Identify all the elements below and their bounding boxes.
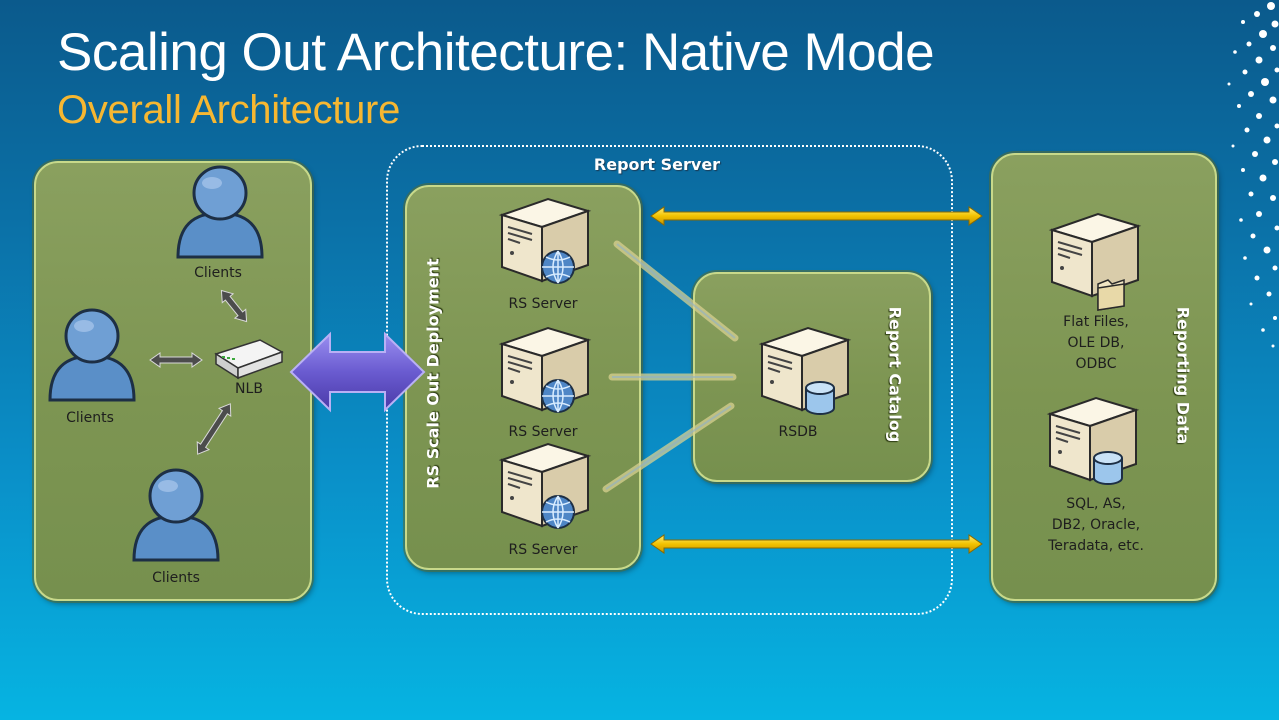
report-catalog-label: Report Catalog bbox=[885, 306, 905, 443]
clients-bottom-label: Clients bbox=[152, 570, 200, 586]
rs-data-arrow-top bbox=[650, 206, 983, 226]
rs-data-arrow-bottom bbox=[650, 534, 983, 554]
sql-line-3: Teradata, etc. bbox=[1048, 538, 1144, 554]
rsdb-label: RSDB bbox=[778, 424, 818, 440]
web-server-icon bbox=[498, 442, 592, 529]
report-server-label: Report Server bbox=[593, 155, 721, 174]
database-server-icon bbox=[758, 326, 852, 415]
person-icon bbox=[132, 468, 220, 562]
flat-files-line-3: ODBC bbox=[1075, 356, 1117, 372]
slide-title: Scaling Out Architecture: Native Mode bbox=[57, 23, 935, 82]
file-server-icon bbox=[1048, 212, 1142, 311]
client-nlb-arrow-left bbox=[149, 352, 203, 368]
clients-left-label: Clients bbox=[66, 410, 114, 426]
client-nlb-arrow-top bbox=[220, 289, 248, 323]
flat-files-label: Flat Files, OLE DB, ODBC bbox=[1036, 312, 1156, 375]
sql-line-2: DB2, Oracle, bbox=[1051, 517, 1141, 533]
dot-pattern-decoration bbox=[1227, 2, 1279, 348]
web-server-icon bbox=[498, 197, 592, 284]
sql-sources-label: SQL, AS, DB2, Oracle, Teradata, etc. bbox=[1026, 494, 1166, 557]
client-nlb-arrow-bottom bbox=[196, 403, 232, 455]
reporting-data-label: Reporting Data bbox=[1173, 306, 1193, 445]
nlb-rs-double-arrow bbox=[289, 331, 426, 413]
nlb-label: NLB bbox=[235, 381, 263, 397]
database-server-icon bbox=[1046, 396, 1140, 485]
person-icon bbox=[48, 308, 136, 402]
rs-server-label-1: RS Server bbox=[508, 296, 578, 312]
sql-line-1: SQL, AS, bbox=[1066, 496, 1126, 512]
rs-server-label-2: RS Server bbox=[508, 424, 578, 440]
person-icon bbox=[176, 165, 264, 259]
slide-subtitle: Overall Architecture bbox=[57, 88, 401, 132]
clients-top-label: Clients bbox=[194, 265, 242, 281]
flat-files-line-1: Flat Files, bbox=[1063, 314, 1129, 330]
rs-server-label-3: RS Server bbox=[508, 542, 578, 558]
network-switch-icon bbox=[214, 339, 284, 380]
flat-files-line-2: OLE DB, bbox=[1067, 335, 1125, 351]
rs-scale-out-label: RS Scale Out Deployment bbox=[423, 258, 443, 489]
web-server-icon bbox=[498, 326, 592, 413]
